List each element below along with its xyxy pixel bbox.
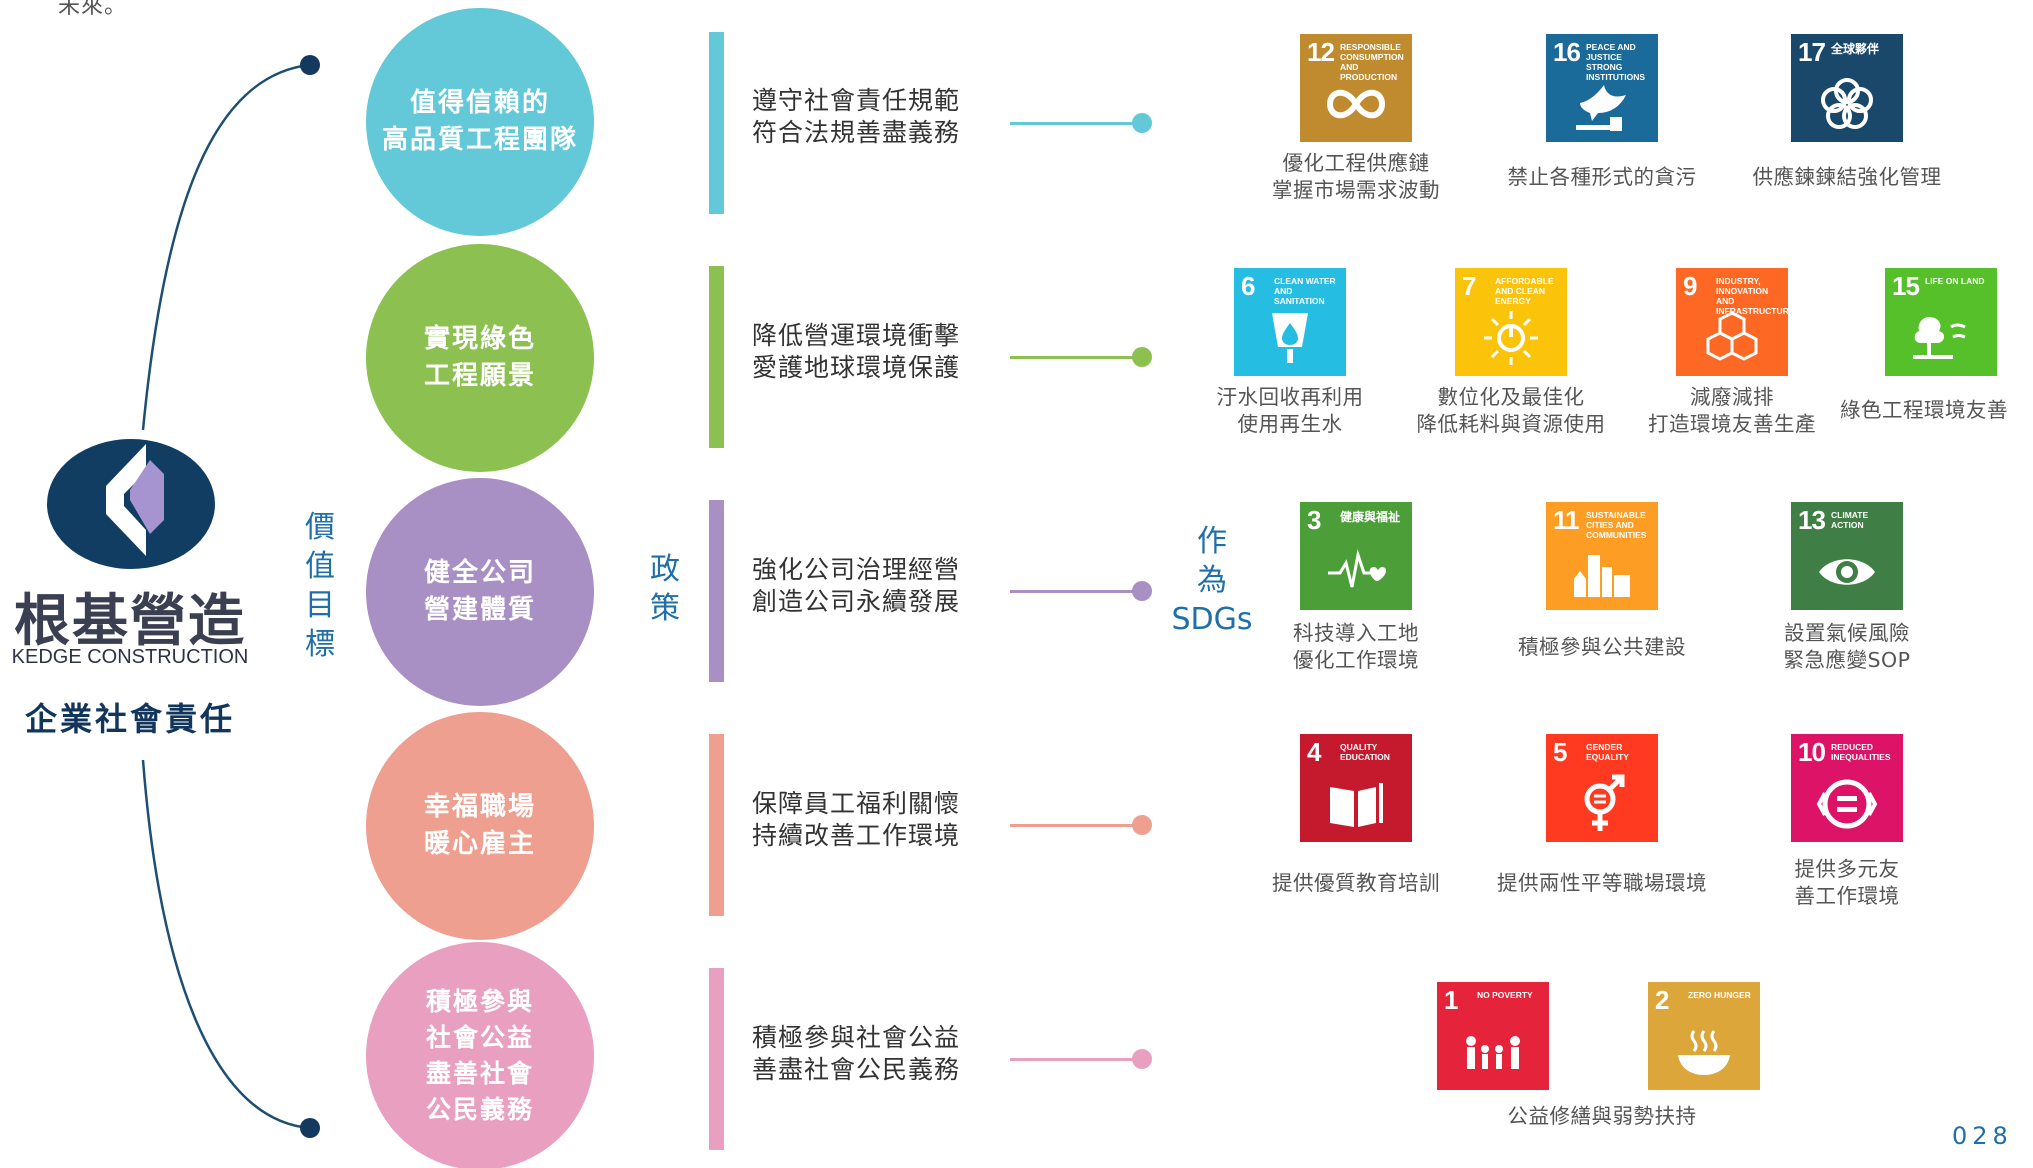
company-name-cn: 根基營造	[14, 588, 246, 654]
label-char: 價	[305, 510, 335, 545]
connector-line-row-4	[1010, 824, 1142, 827]
infinity-icon	[1326, 89, 1386, 119]
connector-dot-row-3	[1132, 581, 1152, 601]
label-char: SDGs	[1171, 602, 1253, 637]
goal-circle-row-1: 值得信賴的高品質工程團隊	[366, 8, 594, 236]
sdg-6-caption: 汙水回收再利用使用再生水	[1216, 385, 1364, 436]
connector-line-row-1	[1010, 122, 1142, 125]
sdg-10-caption: 提供多元友善工作環境	[1794, 857, 1900, 908]
sdg-4-caption: 提供優質教育培訓	[1272, 871, 1440, 895]
sdg-11-caption: 積極參與公共建設	[1518, 635, 1686, 659]
policy-text-row-2: 降低營運環境衝擊愛護地球環境保護	[752, 321, 961, 382]
heartbeat-icon	[1328, 549, 1387, 588]
sdg-11-tile: 11Sustainable Cities and Communities	[1546, 502, 1658, 610]
label-char: 為	[1197, 563, 1227, 598]
city-icon	[1574, 555, 1630, 597]
connector-line-row-3	[1010, 590, 1142, 593]
policy-text-row-1: 遵守社會責任規範符合法規善盡義務	[752, 86, 961, 147]
label-char: 目	[305, 588, 335, 623]
sdg-13-caption: 設置氣候風險緊急應變SOP	[1783, 621, 1911, 672]
label-char: 值	[305, 549, 335, 584]
dove-icon	[1576, 85, 1626, 131]
sdg-1-tile: 1No Poverty	[1437, 982, 1549, 1090]
connector-dot-row-4	[1132, 815, 1152, 835]
page-number: 028	[1952, 1122, 2013, 1150]
connector-line-row-2	[1010, 356, 1142, 359]
as-sdgs-label: 作 為 SDGs	[1168, 522, 1256, 639]
sdg-12-caption: 優化工程供應鏈掌握市場需求波動	[1272, 151, 1440, 202]
label-char: 作	[1197, 524, 1227, 559]
connector-line-row-5	[1010, 1058, 1142, 1061]
sdg-9-tile: 9Industry, Innovation and Infrastructure	[1676, 268, 1788, 376]
row-4-bar	[709, 734, 724, 916]
row-3-bar	[709, 500, 724, 682]
goal-circle-row-3: 健全公司營建體質	[366, 478, 594, 706]
sdg-16-caption: 禁止各種形式的貪污	[1507, 165, 1697, 189]
sun-power-icon	[1484, 311, 1538, 365]
row-5-sdg-caption: 公益修繕與弱勢扶持	[1507, 1104, 1697, 1128]
sdg-3-caption: 科技導入工地優化工作環境	[1293, 621, 1419, 672]
sdg-6-tile: 6Clean Water and Sanitation	[1234, 268, 1346, 376]
sdg-4-tile: 4Quality Education	[1300, 734, 1412, 842]
row-5-bar	[709, 968, 724, 1150]
book-icon	[1330, 783, 1383, 827]
label-char: 政	[650, 552, 680, 587]
arc-top-dot	[300, 55, 320, 75]
goal-circle-row-4: 幸福職場暖心雇主	[366, 712, 594, 940]
tree-icon	[1913, 317, 1966, 359]
label-char: 策	[650, 591, 680, 626]
sdg-16-tile: 16Peace and Justice Strong Institutions	[1546, 34, 1658, 142]
eye-globe-icon	[1819, 559, 1875, 585]
sdg-15-caption: 綠色工程環境友善	[1840, 398, 2008, 422]
water-drop-icon	[1272, 313, 1308, 363]
sdg-12-tile: 12Responsible Consumption and Production	[1300, 34, 1412, 142]
row-1-bar	[709, 32, 724, 214]
policy-label: 政 策	[645, 550, 685, 628]
connector-dot-row-5	[1132, 1049, 1152, 1069]
policy-text-row-4: 保障員工福利關懷持續改善工作環境	[752, 789, 961, 850]
sdg-10-tile: 10Reduced Inequalities	[1791, 734, 1903, 842]
policy-text-row-5: 積極參與社會公益善盡社會公民義務	[752, 1023, 961, 1084]
goal-circle-row-5: 積極參與社會公益盡善社會公民義務	[366, 942, 594, 1168]
goal-circle-row-2: 實現綠色工程願景	[366, 244, 594, 472]
policy-text-row-3: 強化公司治理經營創造公司永續發展	[752, 555, 961, 616]
bracket-arc	[141, 55, 320, 1138]
top-text-fragment: 未來。	[58, 0, 128, 19]
sdg-5-tile: 5Gender Equality	[1546, 734, 1658, 842]
family-icon	[1466, 1036, 1520, 1069]
row-2-bar	[709, 266, 724, 448]
partnership-flower-icon	[1821, 78, 1873, 129]
connector-dot-row-1	[1132, 113, 1152, 133]
connector-dot-row-2	[1132, 347, 1152, 367]
arc-bottom-dot	[300, 1118, 320, 1138]
equals-icon	[1816, 779, 1878, 829]
sdg-7-tile: 7Affordable and Clean Energy	[1455, 268, 1567, 376]
sdg-9-caption: 減廢減排打造環境友善生產	[1648, 385, 1816, 436]
sdg-15-tile: 15Life on Land	[1885, 268, 1997, 376]
bowl-icon	[1678, 1030, 1730, 1075]
kedge-logo-emblem	[47, 439, 215, 569]
sdg-17-caption: 供應鍊鍊結強化管理	[1752, 165, 1942, 189]
sdg-13-tile: 13Climate Action	[1791, 502, 1903, 610]
gender-equality-icon	[1584, 774, 1625, 831]
report-subtitle: 企業社會責任	[24, 700, 235, 738]
sdg-2-tile: 2Zero Hunger	[1648, 982, 1760, 1090]
cubes-icon	[1706, 311, 1758, 361]
company-name-en: KEDGE CONSTRUCTION	[11, 646, 249, 668]
sdg-7-caption: 數位化及最佳化降低耗料與資源使用	[1416, 385, 1606, 436]
sdg-5-caption: 提供兩性平等職場環境	[1497, 871, 1707, 895]
value-goal-label: 價 值 目 標	[300, 508, 340, 664]
label-char: 標	[305, 627, 335, 662]
